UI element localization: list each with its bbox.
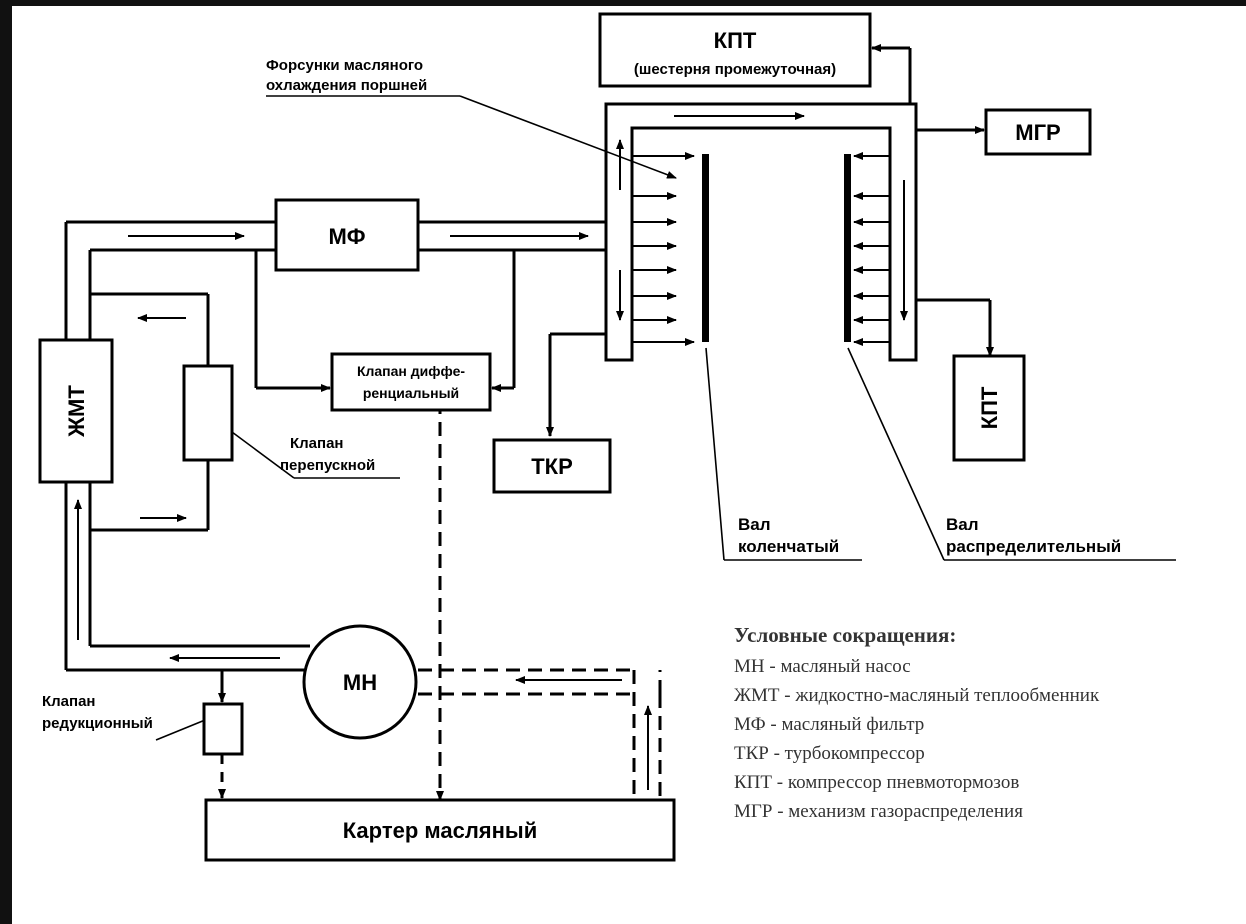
legend-item: КПТ - компрессор пневмотормозов [734,772,1019,793]
kpt-top-box [598,12,872,88]
bypass-note-1: Клапан [290,435,344,452]
tkr-box [492,438,612,494]
diff-valve-label-1: Клапан диффе- [357,363,465,379]
diff-valve-label-2: ренциальный [363,385,459,401]
crankshaft-bar [702,154,709,342]
camshaft-note-1: Вал [946,515,979,534]
nozzles-note-1: Форсунки масляного [266,57,423,74]
reduction-note-1: Клапан [42,693,96,710]
legend-item: ТКР - турбокомпрессор [734,743,925,764]
kpt-right-label: КПТ [977,386,1002,429]
reduction-valve-box [202,702,244,756]
camshaft-note-2: распределительный [946,537,1121,556]
tkr-label: ТКР [531,454,573,479]
mn-pump [302,624,418,740]
carter-box [204,798,676,862]
bypass-valve-box [182,364,234,462]
crankshaft-note-2: коленчатый [738,537,839,556]
mf-box [274,198,420,272]
legend-item: ЖМТ - жидкостно-масляный теплообменник [734,685,1100,706]
crankshaft-note-1: Вал [738,515,771,534]
camshaft-bar [844,154,851,342]
kpt-top-subtitle: (шестерня промежуточная) [634,61,836,78]
kpt-top-title: КПТ [714,28,757,53]
carter-label: Картер масляный [343,818,538,843]
diff-valve-box [330,352,492,412]
zhmt-box [38,338,114,484]
mf-label: МФ [328,224,365,249]
kpt-right-box [952,354,1026,462]
legend-title: Условные сокращения: [734,623,956,647]
nozzles-note-2: охлаждения поршней [266,77,427,94]
diagram-sheet [12,6,1246,924]
legend-item: МГР - механизм газораспределения [734,801,1023,822]
bypass-note-2: перепускной [280,457,375,474]
legend-item: МН - масляный насос [734,656,911,677]
legend-item: МФ - масляный фильтр [734,714,924,735]
mn-label: МН [343,670,377,695]
mgr-label: МГР [1015,120,1060,145]
zhmt-label: ЖМТ [64,385,89,438]
reduction-note-2: редукционный [42,715,153,732]
mgr-box [984,108,1092,156]
